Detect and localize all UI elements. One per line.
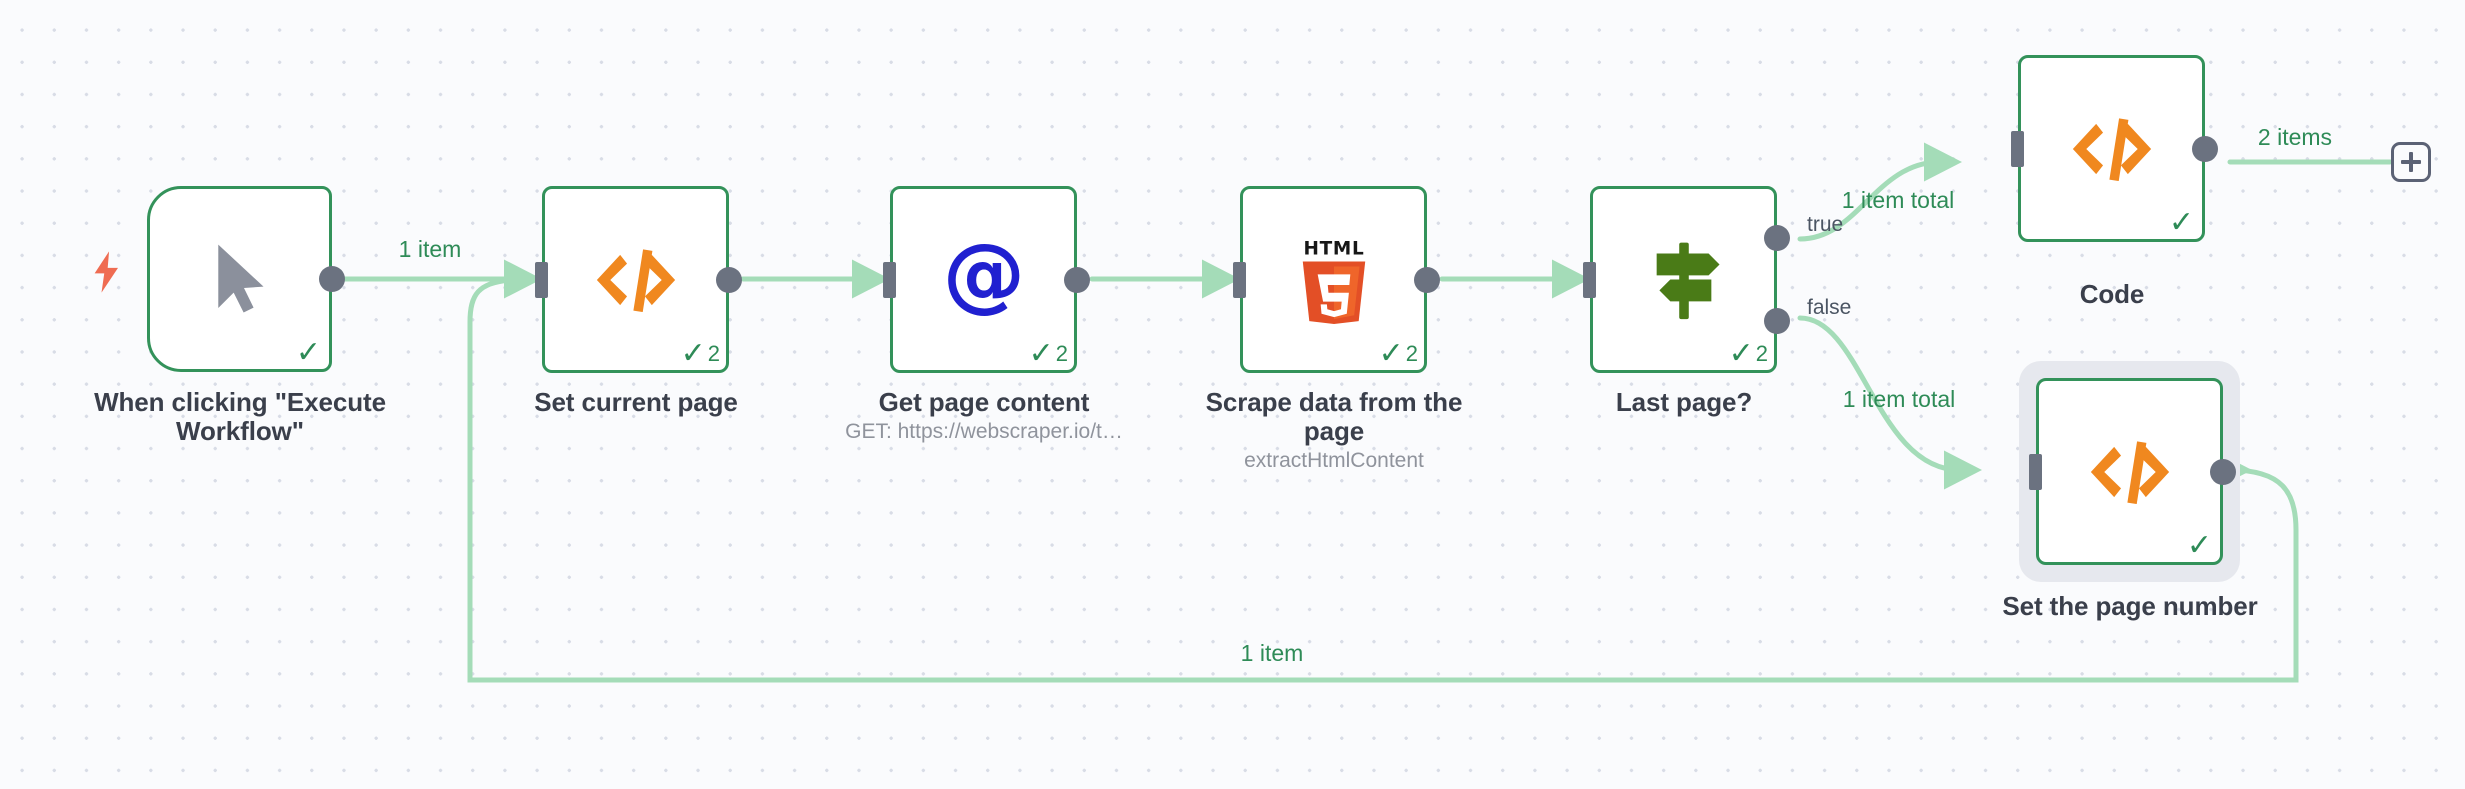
success-check-icon: ✓ (2186, 529, 2212, 562)
node-set-the-page-number[interactable]: ✓ (2019, 361, 2240, 582)
node-title: Code (2079, 279, 2145, 309)
caption-set-current-page: Set current page (426, 387, 846, 417)
node-subtitle: extractHtmlContent (1244, 449, 1424, 473)
run-count: 2 (707, 341, 720, 366)
edge-label-if-false-to-set-page-number: 1 item total (1842, 386, 1956, 412)
node-title: Scrape data from the page (1205, 387, 1463, 447)
node-status: ✓ 2 (1729, 339, 1768, 369)
input-port[interactable] (883, 261, 896, 298)
node-status: ✓ 2 (1029, 339, 1068, 369)
output-port[interactable] (319, 266, 345, 292)
html5-icon: HTML (1240, 186, 1427, 373)
node-status: ✓ (2187, 531, 2214, 561)
success-check-icon: ✓ (1728, 337, 1754, 370)
run-count: 2 (1405, 341, 1418, 366)
node-when-clicking-execute-workflow[interactable]: ✓ (147, 186, 345, 372)
caption-scrape-data-from-the-page: Scrape data from the page extractHtmlCon… (1124, 387, 1544, 473)
node-get-page-content[interactable]: @ ✓ 2 (883, 186, 1090, 373)
output-port[interactable] (1414, 266, 1440, 293)
node-body (2036, 378, 2223, 565)
caption-when-clicking-execute-workflow: When clicking "Execute Workflow" (30, 387, 450, 447)
output-port[interactable] (2192, 135, 2218, 162)
node-subtitle: GET: https://webscraper.io/t… (845, 420, 1123, 444)
code-icon (2036, 378, 2223, 565)
edge-label-code-to-add: 2 items (2257, 124, 2333, 150)
node-body (2018, 55, 2205, 242)
node-status: ✓ (2169, 208, 2196, 238)
caption-code: Code (1902, 279, 2322, 309)
success-check-icon: ✓ (1378, 337, 1404, 370)
node-set-current-page[interactable]: ✓ 2 (535, 186, 742, 373)
input-port[interactable] (2011, 130, 2024, 167)
output-label-true: true (1807, 213, 1844, 237)
node-last-page[interactable]: ✓ 2 true false (1583, 186, 1851, 373)
edge-label-if-true-to-code: 1 item total (1841, 187, 1955, 213)
node-title: When clicking "Execute Workflow" (94, 387, 386, 447)
node-title: Set current page (534, 387, 738, 417)
output-port[interactable] (2210, 458, 2236, 485)
edge-label-loop-back: 1 item (1240, 640, 1304, 666)
success-check-icon: ✓ (1028, 337, 1054, 370)
trigger-bolt-icon (90, 250, 124, 294)
input-port[interactable] (535, 261, 548, 298)
node-scrape-data-from-the-page[interactable]: HTML ✓ 2 (1233, 186, 1440, 373)
node-code[interactable]: ✓ (2011, 55, 2218, 242)
output-port[interactable] (716, 266, 742, 293)
svg-text:HTML: HTML (1303, 238, 1364, 259)
output-port[interactable] (1064, 266, 1090, 293)
run-count: 2 (1055, 341, 1068, 366)
output-port-true[interactable]: true (1764, 213, 1843, 252)
code-icon (542, 186, 729, 373)
email-at-icon: @ (890, 186, 1077, 373)
node-status: ✓ 2 (1379, 339, 1418, 369)
add-node-button[interactable] (2391, 142, 2431, 182)
code-icon (2018, 55, 2205, 242)
node-status: ✓ 2 (681, 339, 720, 369)
success-check-icon: ✓ (2168, 206, 2194, 239)
edge-label-trigger-to-set: 1 item (398, 236, 462, 262)
node-title: Set the page number (2002, 591, 2258, 621)
cursor-icon (147, 186, 332, 372)
caption-set-the-page-number: Set the page number (1870, 591, 2390, 621)
output-port-false[interactable]: false (1764, 296, 1851, 334)
node-title: Last page? (1615, 387, 1753, 417)
input-port[interactable] (1583, 261, 1596, 298)
svg-text:@: @ (942, 237, 1024, 322)
caption-get-page-content: Get page content GET: https://webscraper… (724, 387, 1244, 444)
node-title: Get page content (878, 387, 1090, 417)
output-label-false: false (1807, 295, 1852, 319)
caption-last-page: Last page? (1474, 387, 1894, 417)
success-check-icon: ✓ (680, 337, 706, 370)
node-status: ✓ (296, 338, 323, 368)
signpost-icon (1590, 186, 1777, 373)
input-port[interactable] (1233, 261, 1246, 298)
success-check-icon: ✓ (295, 336, 321, 369)
input-port[interactable] (2029, 453, 2042, 490)
run-count: 2 (1755, 341, 1768, 366)
plus-icon-vertical (2409, 152, 2413, 172)
